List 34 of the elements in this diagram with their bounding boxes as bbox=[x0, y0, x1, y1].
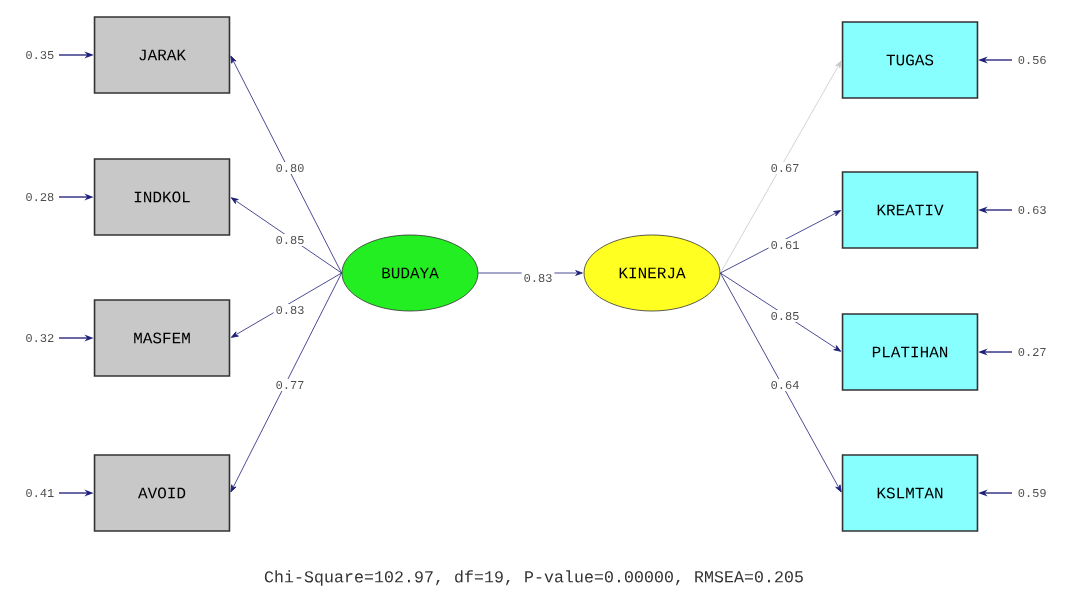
arrow bbox=[230, 197, 342, 274]
arrow bbox=[720, 272, 842, 493]
edge-label: 0.27 bbox=[1015, 345, 1049, 359]
edge-label: 0.67 bbox=[768, 161, 802, 175]
edge-label: 0.59 bbox=[1015, 486, 1049, 500]
edge-label: 0.80 bbox=[273, 161, 307, 175]
fit-statistics: Chi-Square=102.97, df=19, P-value=0.00000, RMSEA=0.205 bbox=[264, 570, 803, 586]
edge-label: 0.35 bbox=[23, 48, 57, 62]
arrow bbox=[230, 272, 342, 338]
variable-box: KSLMTAN bbox=[841, 454, 979, 532]
edge-label: 0.61 bbox=[768, 238, 802, 252]
arrow bbox=[720, 60, 842, 274]
edge-label: 0.83 bbox=[273, 303, 307, 317]
edge-label: 0.41 bbox=[23, 486, 57, 500]
edge-label: 0.85 bbox=[273, 233, 307, 247]
arrow bbox=[230, 55, 342, 274]
edge-label: 0.64 bbox=[768, 378, 802, 392]
variable-box: MASFEM bbox=[93, 299, 231, 377]
variable-box: AVOID bbox=[93, 454, 231, 532]
edge-label: 0.77 bbox=[273, 378, 307, 392]
arrow bbox=[720, 210, 842, 274]
edge-label: 0.85 bbox=[768, 309, 802, 323]
edge-label: 0.28 bbox=[23, 190, 57, 204]
variable-box: KREATIV bbox=[841, 171, 979, 249]
arrow bbox=[230, 272, 342, 493]
variable-box: JARAK bbox=[93, 16, 231, 94]
edge-label: 0.32 bbox=[23, 331, 57, 345]
variable-box: TUGAS bbox=[841, 21, 979, 99]
edge-label: 0.83 bbox=[521, 271, 555, 285]
edge-label: 0.56 bbox=[1015, 53, 1049, 67]
variable-box: PLATIHAN bbox=[841, 313, 979, 391]
arrow bbox=[720, 272, 842, 352]
edge-label: 0.63 bbox=[1015, 203, 1049, 217]
variable-box: INDKOL bbox=[93, 158, 231, 236]
